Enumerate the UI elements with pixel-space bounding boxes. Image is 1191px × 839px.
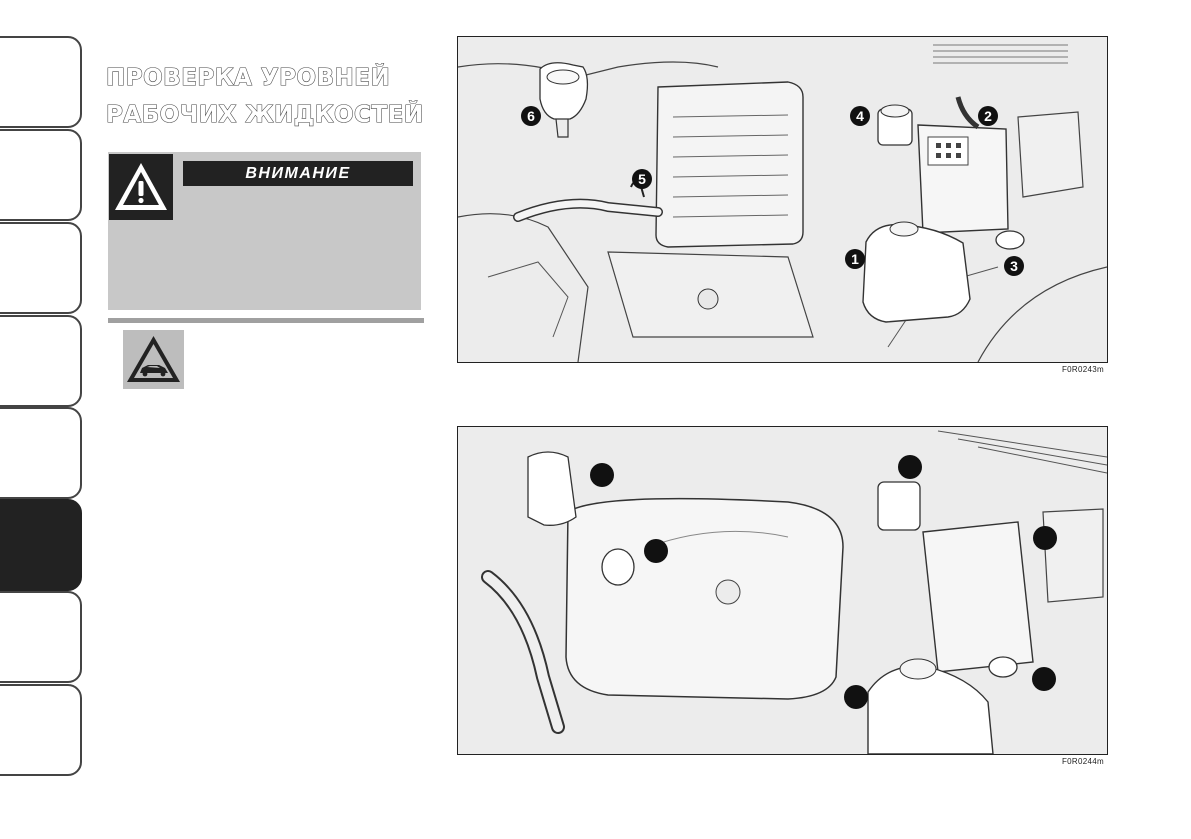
callout-markers: 1 2 3 4 5 6: [521, 106, 1024, 276]
engine-diagram-1-drawing: 1 2 3 4 5 6: [457, 37, 1108, 363]
warning-header: ВНИМАНИЕ: [183, 161, 413, 186]
page-title-line2: РАБОЧИХ ЖИДКОСТЕЙ: [105, 101, 424, 128]
car-environment-icon: [123, 330, 184, 389]
page-title: ПРОВЕРКА УРОВНЕЙ РАБОЧИХ ЖИДКОСТЕЙ: [105, 60, 426, 134]
callout-3-label: 3: [1010, 258, 1018, 274]
figure1-code: F0R0243m: [1062, 365, 1104, 374]
warning-triangle-icon: [109, 154, 173, 220]
callout-1: 1: [845, 249, 865, 269]
callout-4: 4: [850, 106, 870, 126]
callout-6-label: 6: [527, 108, 535, 124]
marker-b: [898, 455, 922, 479]
callout-2: 2: [978, 106, 998, 126]
marker-f: [1032, 667, 1056, 691]
callout-6: 6: [521, 106, 541, 126]
page-title-line1: ПРОВЕРКА УРОВНЕЙ: [105, 64, 391, 91]
callout-2-label: 2: [984, 108, 992, 124]
section-tab-5[interactable]: [0, 407, 82, 499]
callout-3: 3: [1004, 256, 1024, 276]
marker-e: [844, 685, 868, 709]
section-tab-1[interactable]: [0, 36, 82, 128]
section-tab-4[interactable]: [0, 315, 82, 407]
engine-diagram-2: [457, 426, 1108, 755]
section-tabs: [0, 0, 90, 839]
marker-d: [1033, 526, 1057, 550]
section-tab-7[interactable]: [0, 591, 82, 683]
engine-diagram-2-drawing: [458, 427, 1108, 755]
callout-4-label: 4: [856, 108, 864, 124]
callout-markers-unlabeled: [590, 455, 1057, 709]
section-tab-8[interactable]: [0, 684, 82, 776]
engine-diagram-1: 1 2 3 4 5 6: [457, 36, 1108, 363]
section-tab-6-active[interactable]: [0, 499, 82, 591]
figure2-code: F0R0244m: [1062, 757, 1104, 766]
section-tab-2[interactable]: [0, 129, 82, 221]
section-divider: [108, 318, 424, 323]
callout-5: 5: [632, 169, 652, 189]
callout-1-label: 1: [851, 251, 859, 267]
callout-5-label: 5: [638, 171, 646, 187]
marker-a: [590, 463, 614, 487]
section-tab-3[interactable]: [0, 222, 82, 314]
marker-c: [644, 539, 668, 563]
